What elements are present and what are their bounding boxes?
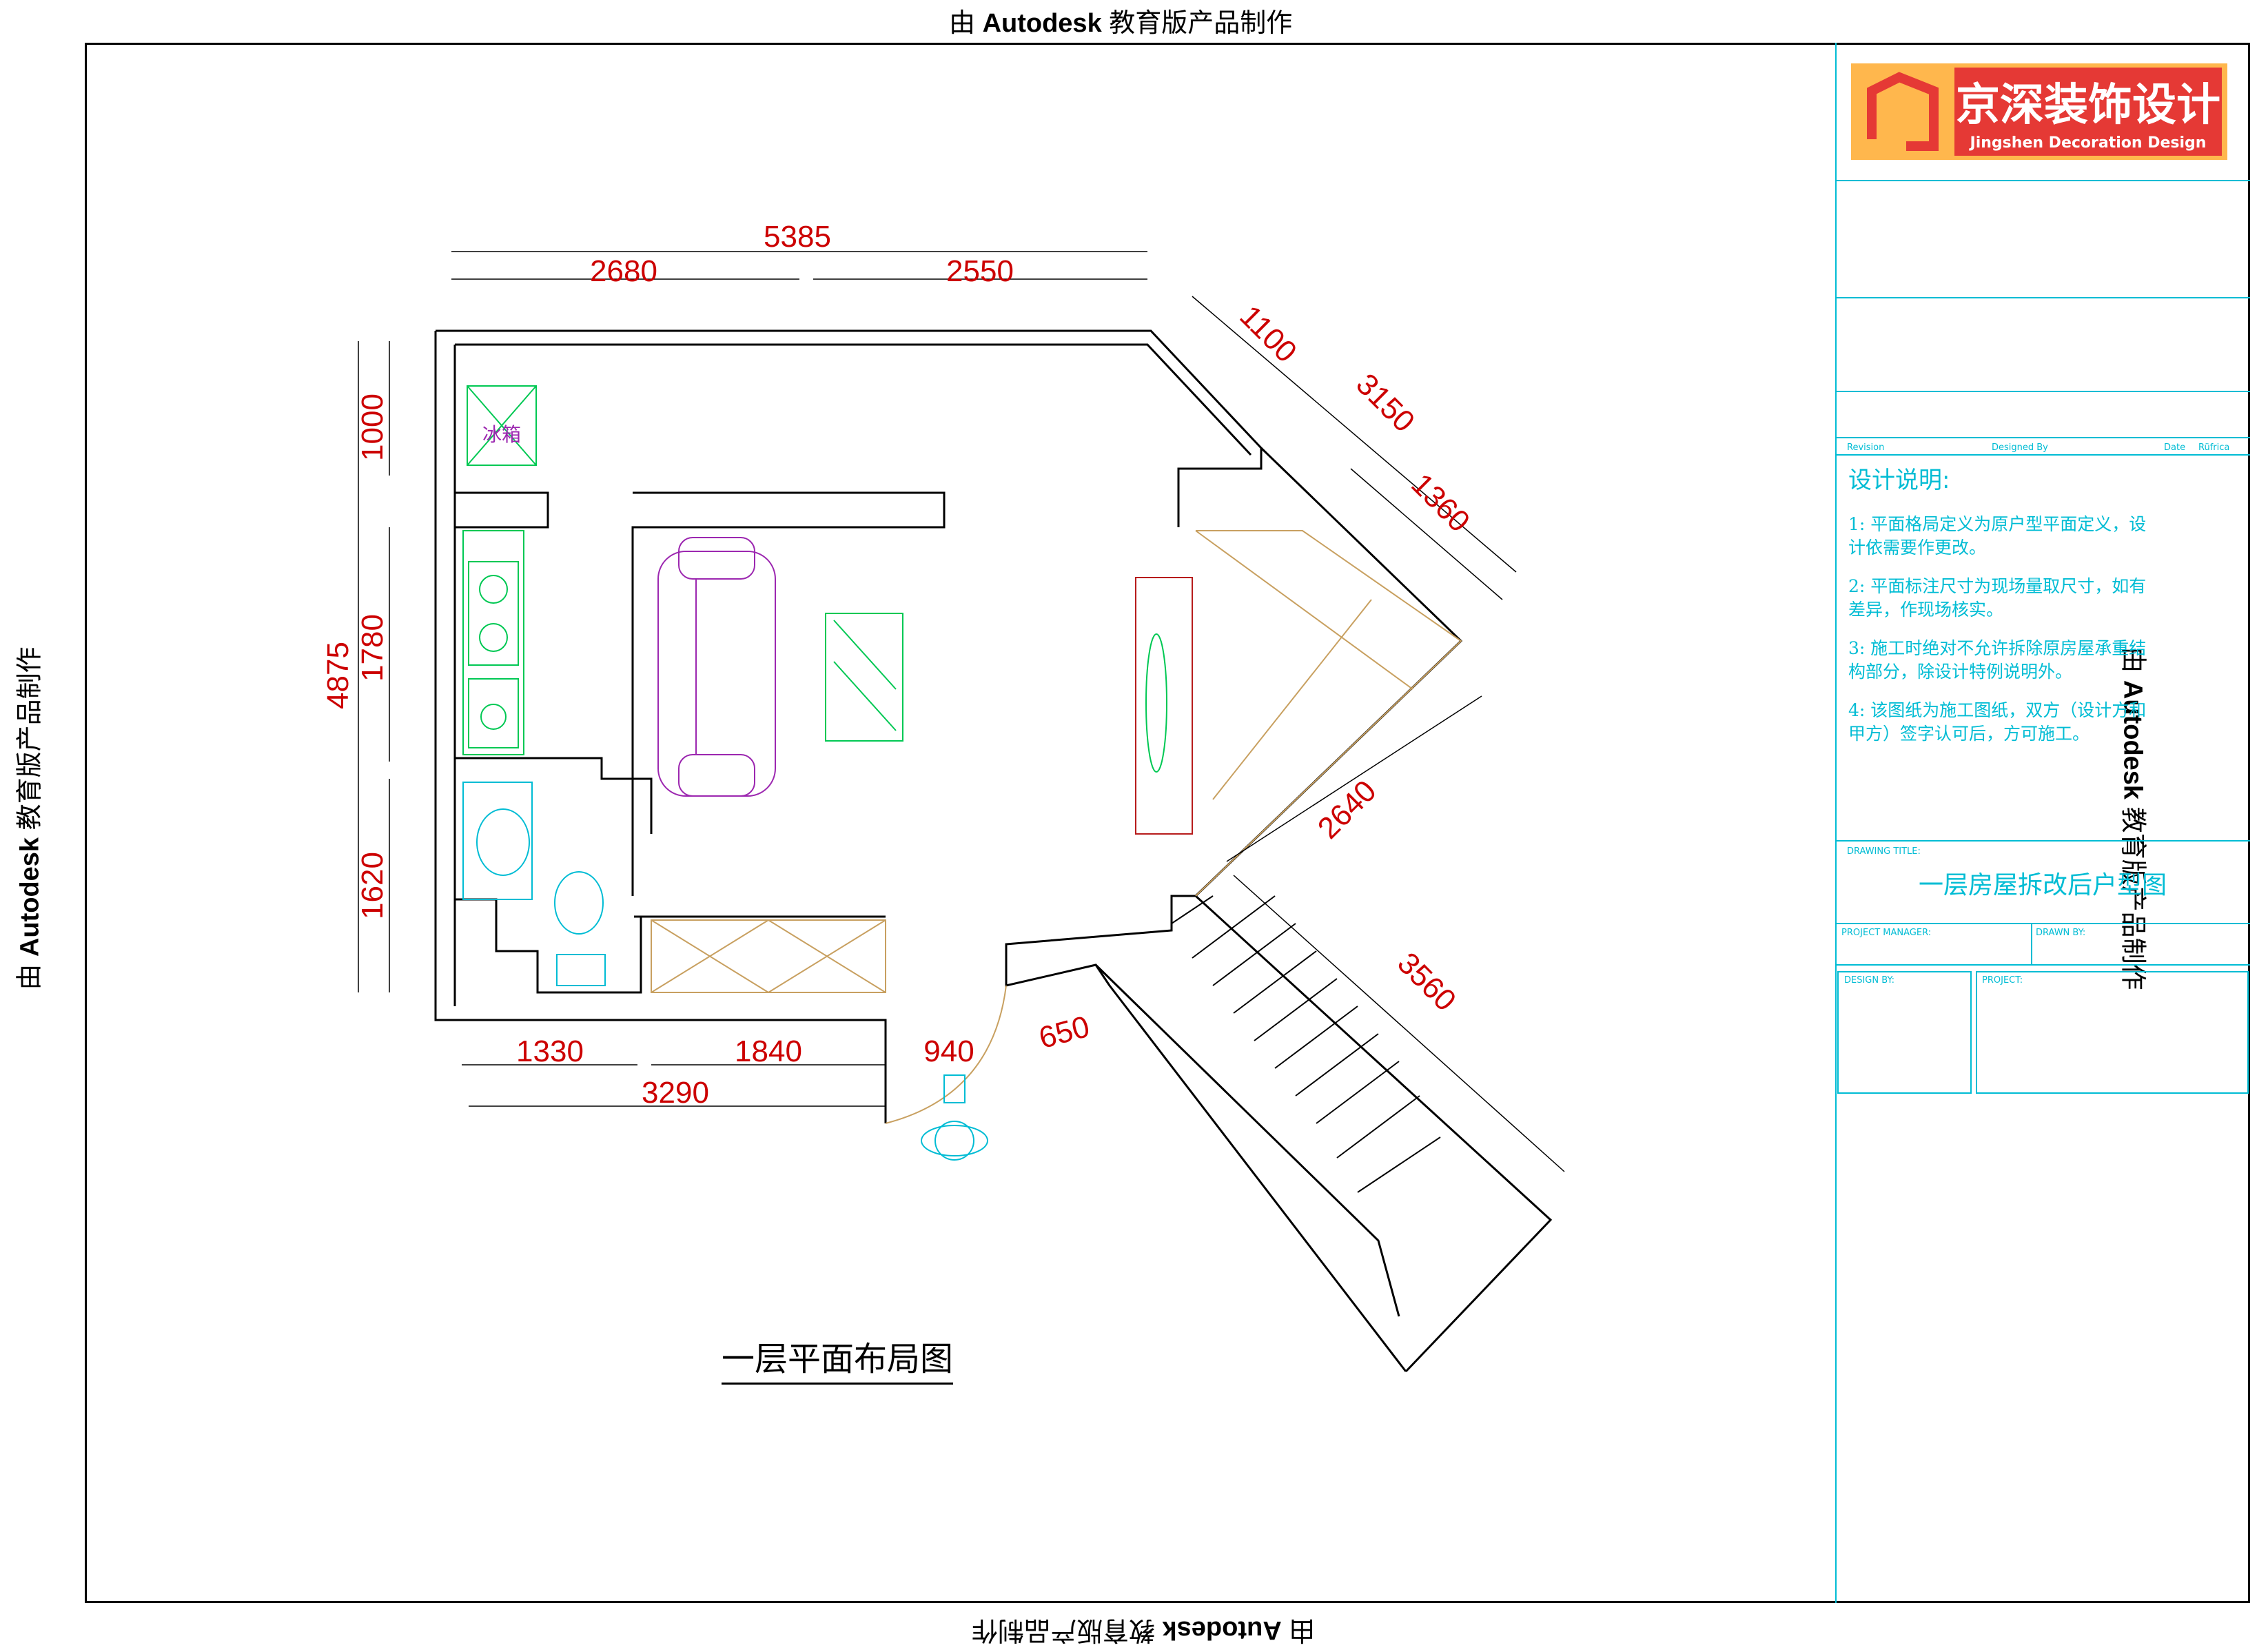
- coffee-table: [825, 613, 903, 742]
- fridge: [467, 385, 537, 466]
- stairs: [1171, 895, 1441, 1193]
- sofa: [657, 537, 776, 797]
- company-logo: 京深装饰设计 Jingshen Decoration Design: [1851, 63, 2227, 160]
- company-name-en: Jingshen Decoration Design: [1969, 134, 2207, 152]
- watermark-top: 由 Autodesk 教育版产品制作: [949, 9, 1293, 38]
- entry-door-swing: [885, 985, 1007, 1124]
- fridge-label: 冰箱: [482, 423, 521, 446]
- dim-bottom-door: 940: [923, 1034, 974, 1068]
- dim-left-3: 1620: [356, 852, 389, 919]
- date-label: Date: [2164, 442, 2186, 453]
- kitchen-counter: [462, 530, 524, 755]
- note-1: 1: 平面格局定义为原户型平面定义，设计依需要作更改。: [1848, 514, 2147, 558]
- drawing-title: 一层房屋拆改后户型图: [1919, 871, 2167, 899]
- titleblock-lines: [1835, 43, 2250, 1603]
- note-4: 4: 该图纸为施工图纸，双方（设计方和甲方）签字认可后，方可施工。: [1848, 700, 2147, 744]
- dim-top-left: 2680: [590, 254, 657, 288]
- project-manager-label: PROJECT MANAGER:: [1841, 928, 1932, 938]
- revision-label: Revision: [1847, 442, 1885, 453]
- dim-bottom-total: 3290: [642, 1076, 709, 1110]
- tv-cabinet: [1135, 577, 1193, 835]
- drawing-frame: [85, 43, 2250, 1603]
- ref-label: Rüfrica: [2198, 442, 2230, 453]
- notes-heading: 设计说明:: [1848, 467, 1950, 494]
- design-notes: 设计说明: 1: 平面格局定义为原户型平面定义，设计依需要作更改。 2: 平面标…: [1848, 469, 2152, 761]
- dim-diag-3: 1360: [1404, 467, 1476, 539]
- note-2: 2: 平面标注尺寸为现场量取尺寸，如有差异，作现场核实。: [1848, 576, 2147, 620]
- dim-diag-5: 3560: [1391, 946, 1462, 1018]
- designed-by-label: Designed By: [1992, 442, 2048, 453]
- dim-diag-1: 1100: [1233, 299, 1303, 369]
- drawing-title-label: DRAWING TITLE:: [1847, 846, 1921, 857]
- dim-left-2: 1780: [356, 614, 389, 682]
- walls: [434, 329, 1553, 1373]
- person-symbol: [921, 1074, 988, 1161]
- wardrobe: [651, 530, 1462, 993]
- dim-diag-2: 3150: [1349, 367, 1421, 439]
- dim-left-1: 1000: [356, 394, 389, 461]
- dimension-lines: [358, 251, 1565, 1172]
- tv: [1145, 633, 1167, 773]
- dim-top-total: 5385: [764, 220, 831, 254]
- bathroom-fixtures: [462, 782, 606, 986]
- design-by-label: DESIGN BY:: [1844, 975, 1895, 986]
- company-name-cn: 京深装饰设计: [1956, 80, 2220, 131]
- dim-left-total: 4875: [321, 642, 355, 709]
- drawn-by-label: DRAWN BY:: [2036, 928, 2086, 938]
- dim-bottom-1: 1330: [516, 1034, 584, 1068]
- dim-bottom-step: 650: [1035, 1010, 1093, 1055]
- project-label: PROJECT:: [1982, 975, 2023, 986]
- dim-bottom-2: 1840: [735, 1034, 802, 1068]
- dim-top-right: 2550: [946, 254, 1014, 288]
- note-3: 3: 施工时绝对不允许拆除原房屋承重结构部分，除设计特例说明外。: [1848, 638, 2147, 682]
- plan-title: 一层平面布局图: [722, 1332, 954, 1385]
- dim-diag-4: 2640: [1311, 774, 1383, 846]
